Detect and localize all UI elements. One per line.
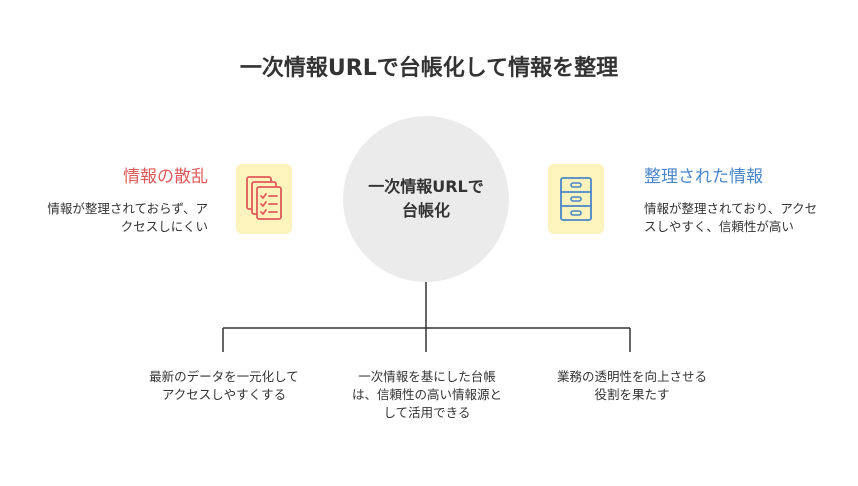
center-label: 一次情報URLで台帳化 xyxy=(368,177,484,220)
scattered-documents-icon xyxy=(236,164,292,234)
right-description: 情報が整理されており、アクセスしやすく、信頼性が高い xyxy=(644,201,818,234)
branch-label-3: 業務の透明性を向上させる役割を果たす xyxy=(556,369,707,402)
branch-label-2: 一次情報を基にした台帳は、信頼性の高い情報源として活用できる xyxy=(351,369,502,420)
file-cabinet-icon xyxy=(548,164,604,234)
right-heading: 整理された情報 xyxy=(644,167,763,187)
branch-label-1: 最新のデータを一元化してアクセスしやすくする xyxy=(149,369,299,402)
center-circle: 一次情報URLで台帳化 xyxy=(343,116,509,282)
page-title: 一次情報URLで台帳化して情報を整理 xyxy=(239,56,619,81)
left-heading: 情報の散乱 xyxy=(123,167,208,187)
left-description: 情報が整理されておらず、アクセスしにくい xyxy=(47,201,208,234)
